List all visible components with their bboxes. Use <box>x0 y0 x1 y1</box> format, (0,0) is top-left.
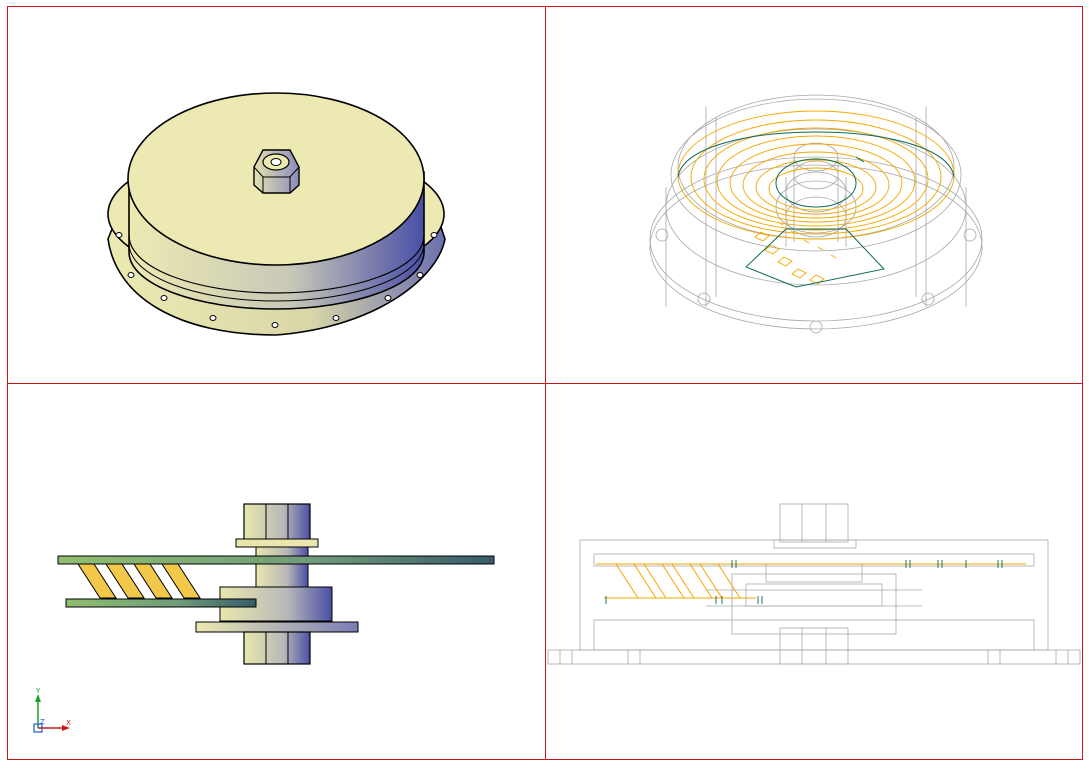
ucs-x-label: X <box>66 719 71 727</box>
viewport-top-left[interactable] <box>8 7 545 383</box>
viewport-top-right[interactable] <box>546 7 1082 383</box>
viewport-bottom-right[interactable] <box>546 384 1082 759</box>
viewport-bottom-left[interactable]: Y X Z <box>8 384 545 759</box>
viewport-divider-horizontal[interactable] <box>7 383 1083 384</box>
ucs-axis-icon <box>33 694 70 733</box>
flange-holes <box>115 232 438 328</box>
ucs-z-label: Z <box>40 718 45 726</box>
wireframe-front-model <box>547 503 1081 665</box>
shaded-front-model: Y X Z <box>33 503 495 733</box>
wireframe-isometric-model <box>649 94 983 334</box>
shaded-isometric-model <box>107 92 446 336</box>
ucs-y-label: Y <box>35 687 41 695</box>
